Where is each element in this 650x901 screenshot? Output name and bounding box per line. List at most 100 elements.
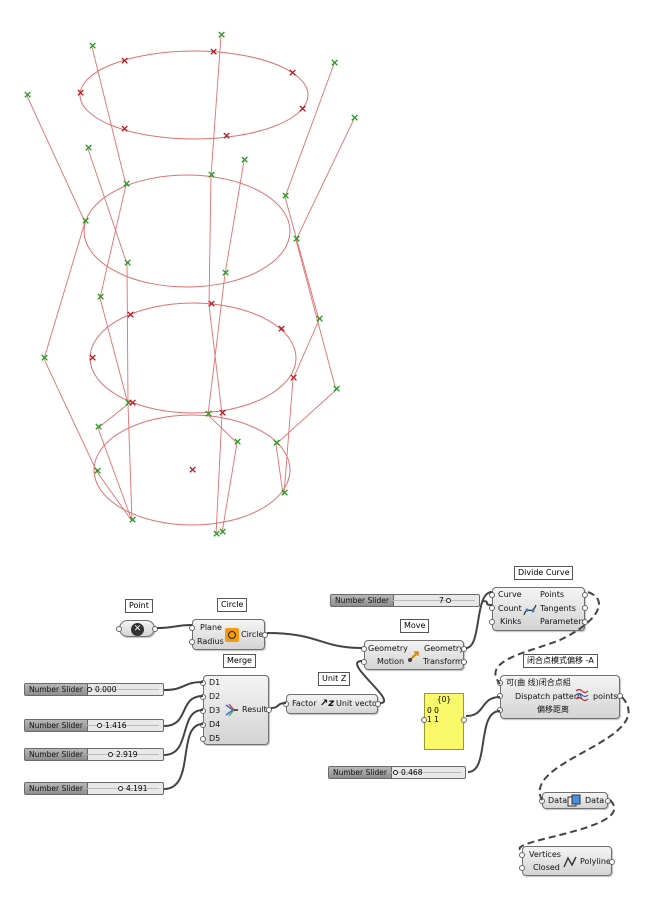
unitz-input-grip[interactable] [283, 701, 289, 707]
offset-point-marker: × [40, 351, 50, 364]
unitz-output-grip[interactable] [375, 701, 381, 707]
slider-d3[interactable]: Number Slider 2.919 [24, 748, 164, 761]
move-out-grip-geometry[interactable] [461, 646, 467, 652]
division-point-marker: × [288, 66, 298, 79]
cluster-input-curve: 可(曲 线)闭合点組 [506, 678, 571, 687]
division-point-marker: × [209, 45, 219, 58]
divide-input-curve: Curve [498, 590, 522, 599]
data-output-grip[interactable] [605, 798, 611, 804]
divide-output-tangents: Tangents [540, 604, 576, 613]
merge-label-tag: Merge [223, 654, 256, 668]
polyline-grip-vertices[interactable] [519, 852, 525, 858]
offset-point-marker: × [315, 312, 325, 325]
panel-input-grip[interactable] [421, 717, 427, 723]
offset-point-marker: × [233, 435, 243, 448]
divide-curve-icon [523, 603, 537, 617]
slider-d4-value: 4.191 [126, 784, 148, 793]
merge-component[interactable]: D1 D2 D3 D4 D5 Result [200, 675, 272, 745]
panel-output-grip[interactable] [461, 717, 467, 723]
rhino-viewport[interactable]: ××××××××××××××××××××××××××××××××××××××××… [0, 0, 650, 560]
move-out-grip-transform[interactable] [461, 659, 467, 665]
cluster-grip-pattern[interactable] [497, 693, 503, 699]
merge-grip-d2[interactable] [200, 694, 206, 700]
merge-input-d5: D5 [209, 734, 221, 743]
merge-output-grip[interactable] [266, 707, 272, 713]
polyline-grip-closed[interactable] [519, 865, 525, 871]
data-param[interactable]: Data Data [539, 792, 611, 809]
offset-point-marker: × [218, 525, 228, 538]
offset-point-marker: × [217, 28, 227, 41]
slider-count[interactable]: Number Slider 7 [330, 594, 480, 607]
slider-d1-knob[interactable] [87, 687, 92, 692]
polyline-component[interactable]: Vertices Closed Polyline [519, 846, 615, 876]
divide-out-grip-parameters[interactable] [582, 619, 588, 625]
point-input-grip[interactable] [116, 626, 122, 632]
circle-input-grip-plane[interactable] [189, 625, 195, 631]
offset-polyline-4 [275, 118, 355, 495]
slider-d4[interactable]: Number Slider 4.191 [24, 782, 164, 795]
merge-grip-d5[interactable] [200, 736, 206, 742]
divide-grip-kinks[interactable] [489, 619, 495, 625]
slider-offset-value: 0.468 [401, 768, 423, 777]
offset-point-marker: × [84, 141, 94, 154]
panel-row-1: 1 1 [427, 715, 439, 724]
cluster-output-points: points [593, 692, 618, 701]
point-output-grip[interactable] [152, 626, 158, 632]
move-grip-motion[interactable] [361, 659, 367, 665]
divide-input-count: Count [498, 604, 522, 613]
move-icon [407, 649, 421, 663]
cluster-out-grip[interactable] [617, 693, 623, 699]
slider-count-track [393, 600, 475, 601]
offset-point-marker: × [207, 168, 217, 181]
data-input-grip[interactable] [539, 798, 545, 804]
cluster-grip-offset[interactable] [497, 707, 503, 713]
circle-output-label: Circle [241, 630, 264, 639]
slider-d4-knob[interactable] [118, 786, 123, 791]
polyline-input-closed: Closed [533, 863, 560, 872]
slider-offset[interactable]: Number Slider 0.468 [328, 766, 466, 779]
move-component[interactable]: Geometry Motion Geometry Transform [361, 640, 467, 670]
slider-offset-knob[interactable] [393, 770, 398, 775]
divide-grip-curve[interactable] [489, 592, 495, 598]
offset-point-marker: × [128, 513, 138, 526]
slider-d3-knob[interactable] [108, 752, 113, 757]
divide-out-grip-points[interactable] [582, 592, 588, 598]
unit-z-component[interactable]: Factor ↗z Unit vector [283, 694, 381, 714]
cluster-grip-curve[interactable] [497, 680, 503, 686]
data-panel[interactable]: {0} 0 0 1 1 [421, 693, 467, 750]
slider-count-knob[interactable] [446, 598, 451, 603]
slider-d2-knob[interactable] [97, 723, 102, 728]
merge-input-d2: D2 [209, 692, 221, 701]
divide-curve-component[interactable]: Curve Count Kinks Points Tangents Parame… [489, 587, 588, 631]
slider-d1-name: Number Slider [25, 684, 88, 695]
offset-polyline-5 [207, 160, 245, 534]
merge-grip-d3[interactable] [200, 708, 206, 714]
circle-output-grip[interactable] [262, 632, 268, 638]
slider-d3-value: 2.919 [116, 750, 138, 759]
closed-offset-cluster[interactable]: 可(曲 线)闭合点組 Dispatch pattern 偏移距离 points [497, 675, 623, 719]
point-param[interactable]: ✕ [116, 620, 158, 637]
circle-level-4 [79, 50, 309, 140]
circle-input-plane: Plane [200, 623, 222, 632]
grasshopper-canvas[interactable]: Point ✕ Circle Plane Radius Circle Merge… [0, 560, 650, 901]
slider-d2[interactable]: Number Slider 1.416 [24, 719, 164, 732]
offset-point-marker: × [81, 214, 91, 227]
merge-grip-d1[interactable] [200, 680, 206, 686]
polyline-input-vertices: Vertices [529, 850, 561, 859]
slider-d2-name: Number Slider [25, 720, 88, 731]
offset-point-marker: × [350, 111, 360, 124]
offset-polyline-1 [91, 46, 133, 522]
circle-input-grip-radius[interactable] [189, 639, 195, 645]
slider-d1[interactable]: Number Slider 0.000 [24, 683, 164, 696]
move-grip-geometry[interactable] [361, 646, 367, 652]
divide-output-points: Points [540, 590, 565, 599]
merge-grip-d4[interactable] [200, 722, 206, 728]
divide-grip-count[interactable] [489, 605, 495, 611]
offset-polyline-2 [208, 35, 223, 536]
polyline-output-grip[interactable] [609, 859, 615, 865]
divide-out-grip-tangents[interactable] [582, 605, 588, 611]
move-input-motion: Motion [377, 657, 405, 666]
offset-polyline-3 [283, 63, 335, 495]
circle-component[interactable]: Plane Radius Circle [189, 619, 268, 650]
move-output-transform: Transform [423, 657, 463, 666]
